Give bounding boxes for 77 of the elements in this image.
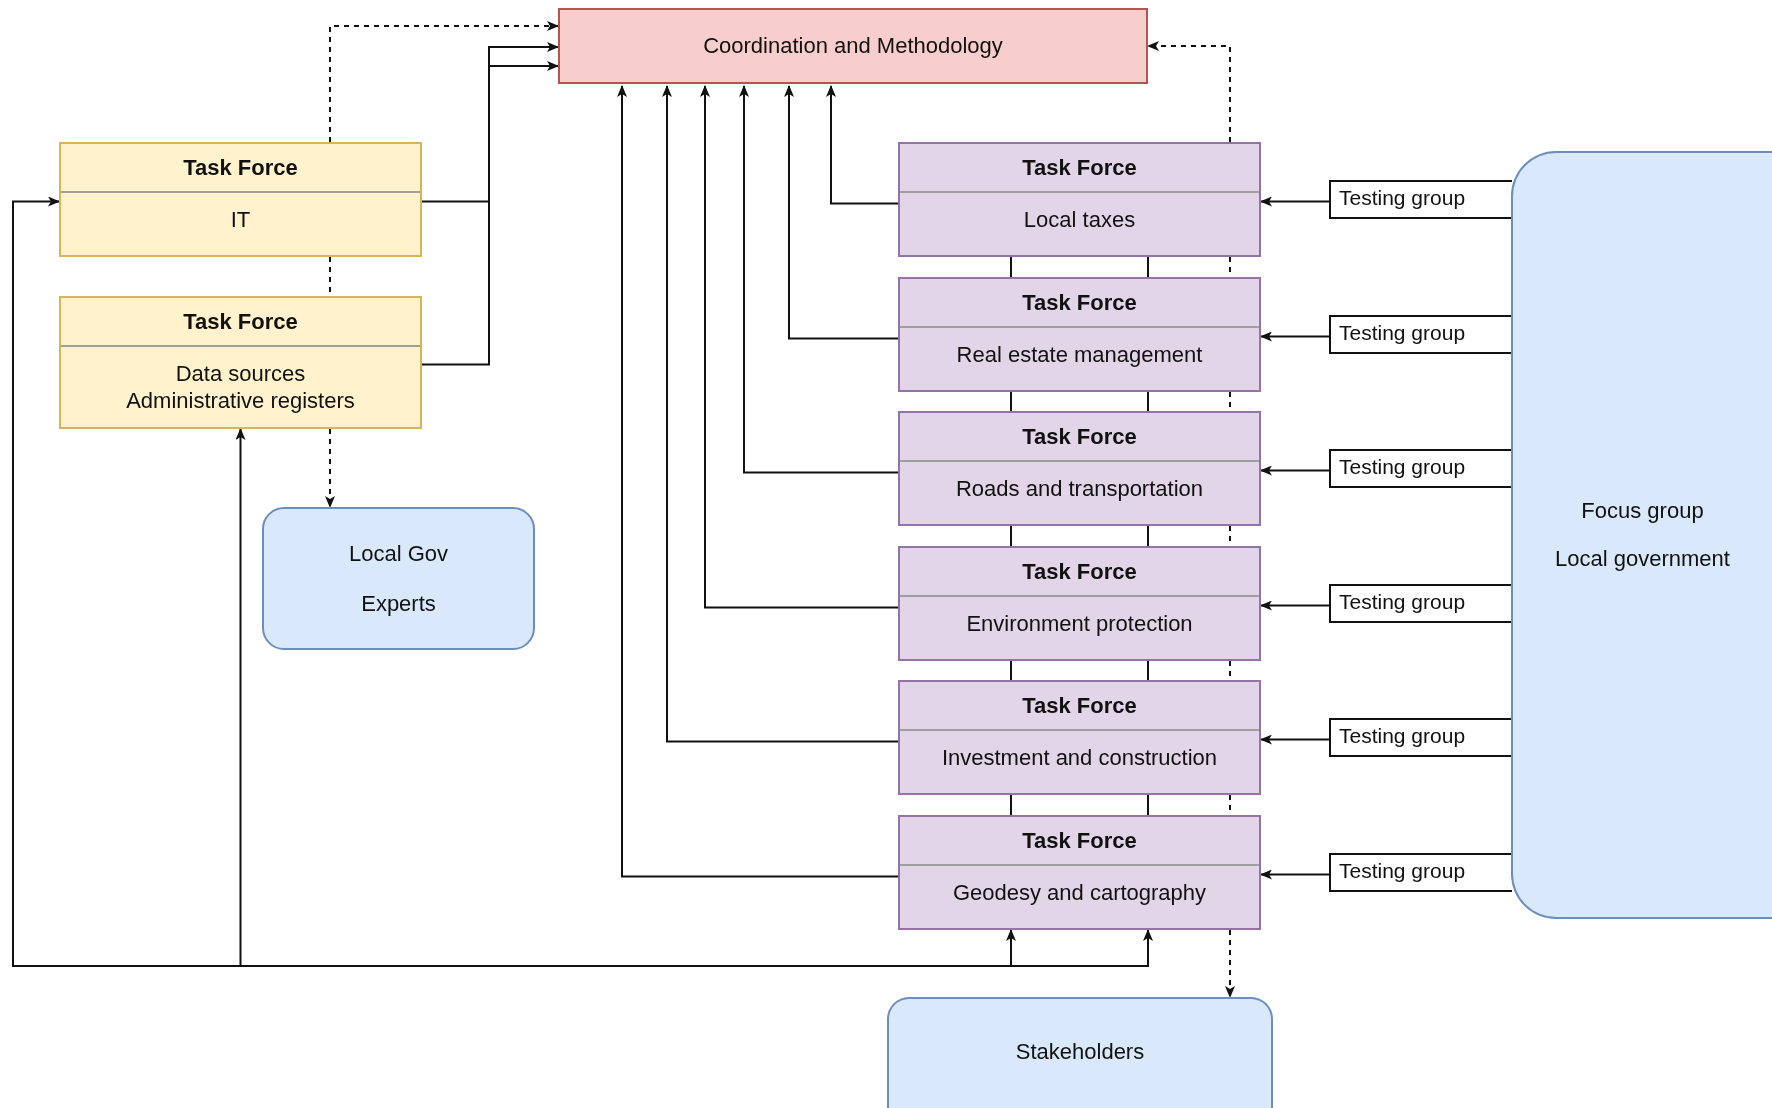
connector-arrow — [1260, 734, 1330, 745]
task-force-card — [59, 142, 422, 257]
connector-line — [1147, 256, 1149, 278]
node-label: Testing group — [1339, 456, 1466, 478]
connector-line — [1147, 660, 1149, 681]
stakeholders-box — [887, 997, 1273, 1108]
connector-arrow — [662, 85, 899, 743]
testing-group-box — [1329, 449, 1512, 488]
connector-arrow — [1260, 196, 1330, 207]
testing-group-box — [1329, 315, 1512, 354]
connector-arrow — [739, 85, 899, 474]
task-force-card — [898, 142, 1261, 257]
task-force-card — [59, 296, 422, 429]
card-label: Roads and transportation — [955, 475, 1204, 502]
card-label: Administrative registers — [126, 387, 355, 414]
connector-arrow — [1260, 465, 1330, 476]
connector-line — [1147, 525, 1149, 547]
card-title: Task Force — [182, 308, 299, 336]
task-force-card — [898, 546, 1261, 661]
coordination-box — [558, 8, 1148, 84]
testing-group-box — [1329, 180, 1512, 219]
connector-arrow — [1260, 600, 1330, 611]
connector-line — [1010, 391, 1012, 412]
node-label: Local government — [1555, 546, 1730, 572]
experts-box — [262, 507, 535, 650]
card-label: Data sources — [175, 360, 306, 387]
testing-group-box — [1329, 584, 1512, 623]
node-label: Coordination and Methodology — [703, 33, 1003, 59]
card-title: Task Force — [1021, 289, 1138, 317]
node-label: Stakeholders — [1015, 1039, 1145, 1065]
card-title: Task Force — [1021, 558, 1138, 586]
connector-line — [1147, 391, 1149, 412]
connector-arrow — [329, 21, 559, 143]
connector-arrow — [617, 85, 899, 878]
node-label: Testing group — [1339, 860, 1466, 882]
connector-arrow — [421, 61, 559, 366]
connector-line — [1010, 256, 1012, 278]
connector-line — [1010, 660, 1012, 681]
task-force-card — [898, 277, 1261, 392]
connector-arrow — [1260, 331, 1330, 342]
connector-arrow — [421, 42, 559, 203]
task-force-card — [898, 815, 1261, 930]
connector-line — [1147, 794, 1149, 816]
connector-arrow — [1260, 869, 1330, 880]
card-title: Task Force — [1021, 692, 1138, 720]
card-title: Task Force — [182, 154, 299, 182]
card-label: Geodesy and cartography — [952, 879, 1207, 906]
connector-line — [1010, 794, 1012, 816]
card-title: Task Force — [1021, 827, 1138, 855]
node-label: Focus group — [1581, 498, 1704, 524]
connector-arrow — [1147, 41, 1231, 143]
testing-group-box — [1329, 718, 1512, 757]
node-label: Experts — [361, 590, 436, 617]
connector-arrow — [325, 428, 335, 508]
connector-arrow — [235, 428, 1016, 967]
connector-arrow — [1225, 929, 1235, 998]
card-label: Real estate management — [956, 341, 1203, 368]
card-label: Local taxes — [1023, 206, 1136, 233]
connector-arrow — [826, 85, 899, 205]
card-label: Investment and construction — [941, 744, 1218, 771]
card-label: Environment protection — [966, 610, 1193, 637]
card-title: Task Force — [1021, 423, 1138, 451]
connector-arrow — [12, 196, 1153, 967]
focus-group-box — [1511, 151, 1772, 919]
testing-group-box — [1329, 853, 1512, 892]
card-title: Task Force — [1021, 154, 1138, 182]
node-label: Testing group — [1339, 591, 1466, 613]
card-label: IT — [230, 206, 251, 233]
connector-arrow — [784, 85, 899, 340]
connector-arrow — [700, 85, 899, 609]
node-label: Testing group — [1339, 187, 1466, 209]
node-label: Local Gov — [348, 540, 449, 567]
node-label: Testing group — [1339, 725, 1466, 747]
connector-line — [1010, 525, 1012, 547]
task-force-card — [898, 680, 1261, 795]
task-force-card — [898, 411, 1261, 526]
node-label: Testing group — [1339, 322, 1466, 344]
